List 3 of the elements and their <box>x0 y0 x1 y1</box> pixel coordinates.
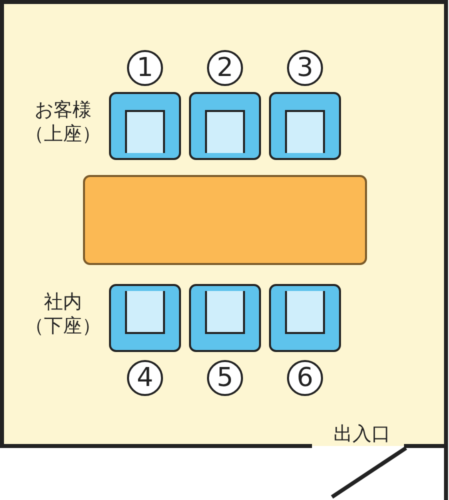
seat-label: お客様（上座） <box>24 98 102 146</box>
entrance-label: 出入口 <box>332 422 392 446</box>
seat-label: 社内（下座） <box>24 290 102 338</box>
